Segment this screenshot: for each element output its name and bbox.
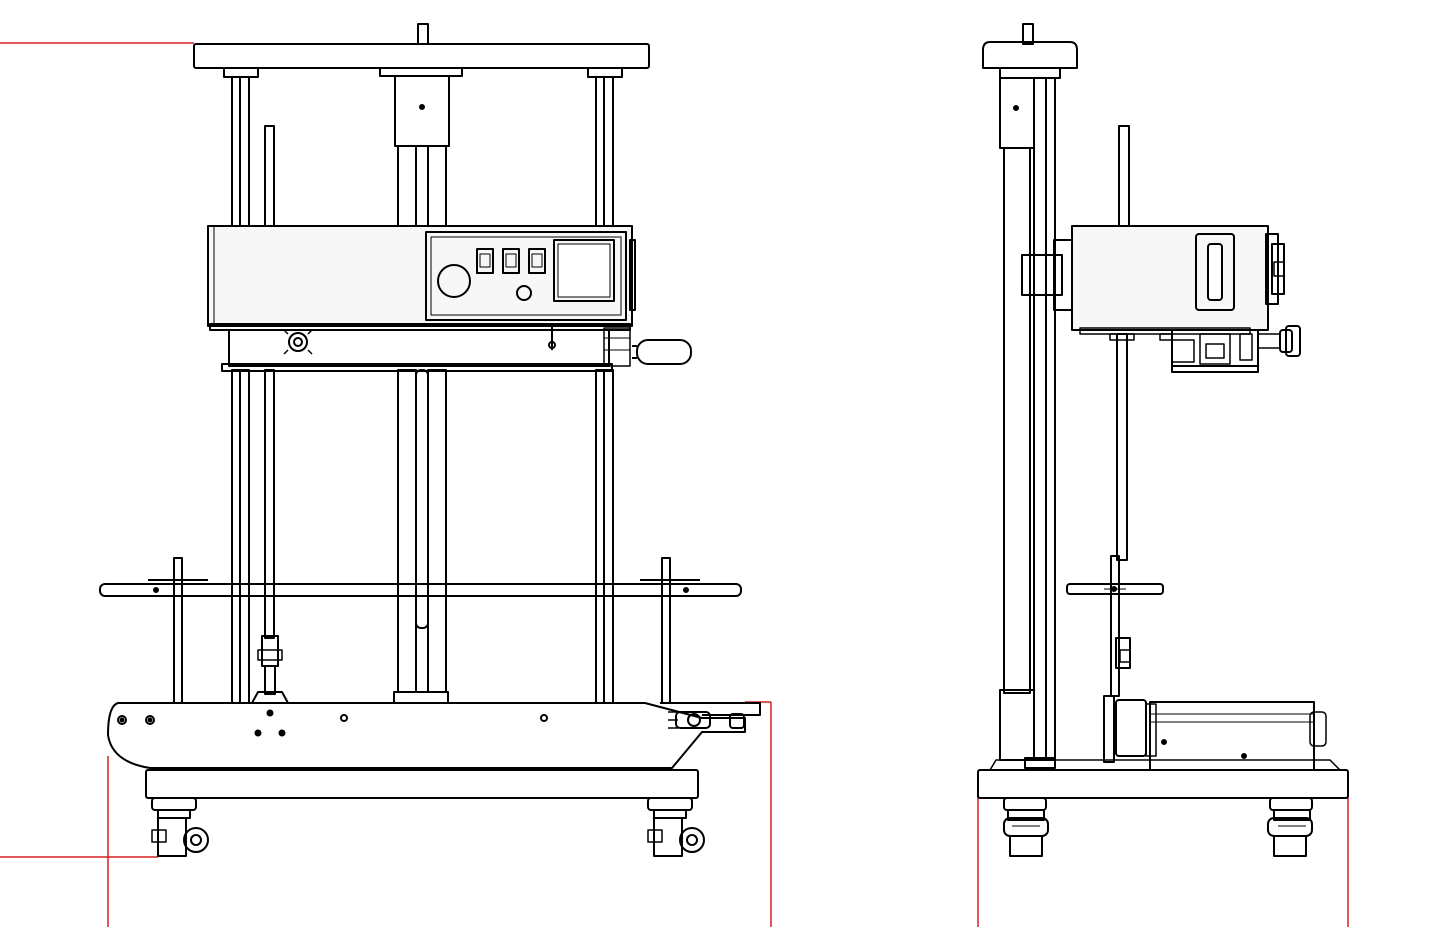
column-lower: [999, 689, 1035, 761]
column-collar-left: [223, 67, 259, 78]
center-cylinder: [393, 75, 450, 704]
side-support-bar: [1066, 583, 1164, 595]
switch-2: [502, 248, 520, 274]
column-tube: [1003, 147, 1031, 694]
support-rod-upper: [1118, 125, 1130, 227]
side-caster-left: [1003, 797, 1049, 857]
cylinder-rod-right: [427, 145, 447, 227]
support-bar: [99, 583, 742, 597]
motor-bracket: [1115, 699, 1147, 757]
front-view: [99, 23, 761, 857]
side-base-frame: [977, 769, 1349, 799]
column-upper: [999, 77, 1035, 149]
clamp-block: [603, 327, 631, 367]
guide-columns: [231, 76, 614, 704]
sealing-head: [207, 225, 692, 372]
switch-3: [528, 248, 546, 274]
main-column: [999, 77, 1056, 769]
base-frame: [145, 769, 699, 799]
motor-post: [1103, 695, 1115, 763]
handle: [636, 339, 692, 365]
support-rod-lower: [1116, 333, 1128, 561]
top-cap: [982, 41, 1078, 69]
cylinder-piston: [415, 369, 429, 629]
side-clamp: [675, 711, 711, 729]
top-plate: [193, 43, 650, 69]
switches: [476, 248, 546, 274]
wing-knob: [288, 332, 308, 352]
caster-left: [151, 797, 209, 857]
side-window: [1195, 233, 1235, 311]
side-caster-wheels: [1003, 797, 1313, 857]
side-top-shaft: [1022, 23, 1034, 45]
adjuster-body: [261, 635, 279, 667]
power-dial: [437, 264, 471, 298]
housing-side-strip: [629, 239, 636, 311]
conveyor-body: [107, 702, 746, 769]
caster-right: [647, 797, 705, 857]
control-panel: [425, 231, 627, 321]
cylinder-base: [393, 691, 449, 704]
dimension-lines: [0, 42, 1349, 927]
temperature-display: [553, 239, 615, 302]
support-post: [1110, 555, 1120, 697]
switch-1: [476, 248, 494, 274]
column-rod: [1033, 77, 1047, 761]
conveyor-base: [107, 702, 761, 769]
thin-rod-left-lower: [264, 369, 275, 639]
column-foot: [1024, 757, 1056, 769]
column-rod-thin: [1045, 77, 1056, 761]
foot-adjuster: [251, 635, 289, 704]
sealing-bar: [228, 329, 610, 367]
indicator-knob: [516, 285, 532, 301]
cylinder-rod-left: [397, 145, 417, 227]
cylinder-collar: [379, 67, 463, 77]
top-shaft: [417, 23, 429, 45]
cylinder-lower-left: [397, 369, 417, 693]
side-flange: [1265, 233, 1279, 305]
motor-box: [1103, 695, 1327, 771]
cylinder-lower-right: [427, 369, 447, 693]
cylinder-upper: [394, 75, 450, 147]
side-sealing-head: [1071, 225, 1301, 373]
conveyor-support-bar: [99, 557, 742, 704]
thin-rod-left-upper: [264, 125, 275, 227]
column-clamp: [1021, 254, 1063, 296]
cap-collar: [999, 67, 1061, 79]
side-view: [977, 23, 1349, 857]
caster-wheels: [151, 797, 705, 857]
column-collar-right: [587, 67, 623, 78]
support-cross-bar: [1066, 583, 1164, 595]
side-caster-right: [1267, 797, 1313, 857]
side-housing: [1071, 225, 1269, 331]
sealing-bar-base: [221, 363, 613, 372]
